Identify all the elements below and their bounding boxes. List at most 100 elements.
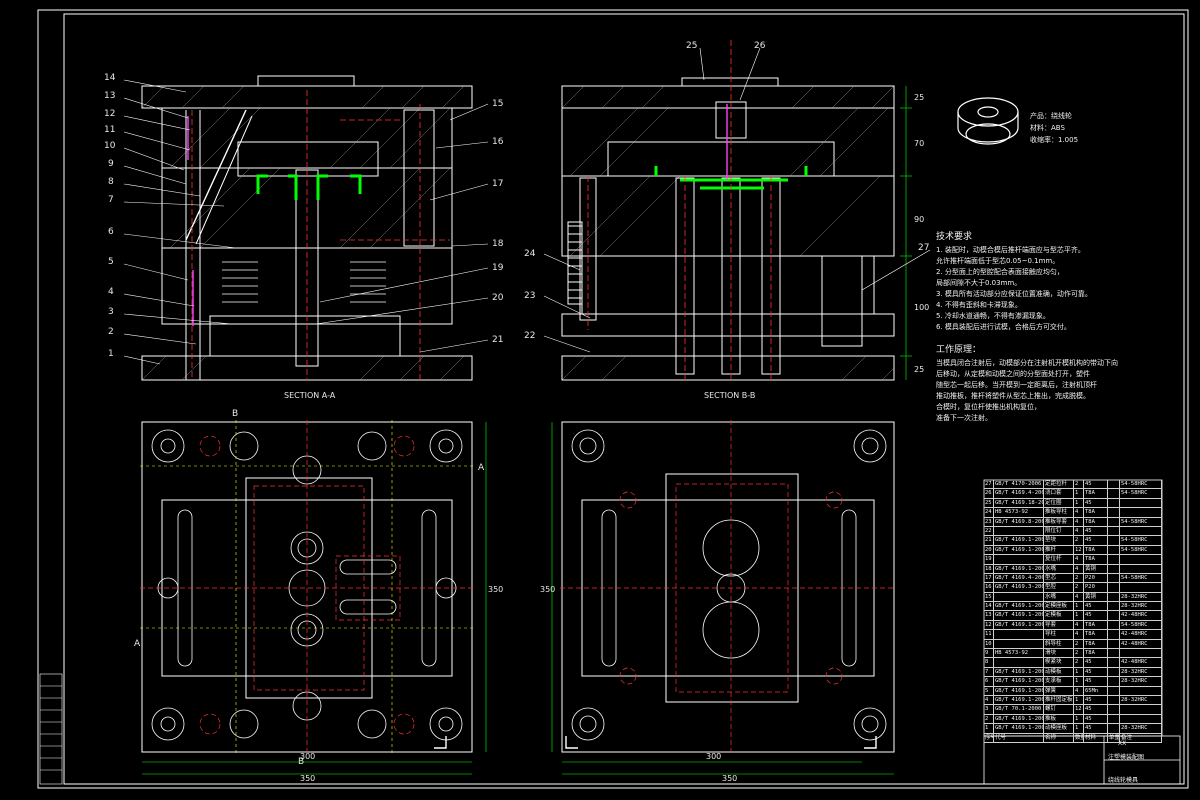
bom-cell: T8A bbox=[1084, 639, 1108, 649]
bom-cell: 54-58HRC bbox=[1120, 480, 1162, 489]
bom-cell: 名称 bbox=[1044, 733, 1074, 742]
bom-cell bbox=[1108, 695, 1120, 705]
bom-cell bbox=[1120, 714, 1162, 724]
bom-cell: 4 bbox=[1074, 508, 1084, 517]
dim-b-4: 100 bbox=[914, 303, 929, 312]
bom-cell: 18 bbox=[984, 564, 994, 573]
bom-cell bbox=[1108, 639, 1120, 649]
bom-cell: GB/T 4169.1-2006 bbox=[995, 545, 1044, 555]
bom-cell: 45 bbox=[1084, 526, 1108, 536]
molded-part-a bbox=[256, 174, 362, 200]
bom-cell: GB/T 4169.1-2006 bbox=[995, 724, 1044, 733]
technical-notes: 技术要求 1. 装配时，动模合模后推杆端面应与型芯平齐。 允许推杆端面低于型芯0… bbox=[936, 232, 1166, 424]
tech-line: 5. 冷却水道通畅，不得有渗漏现象。 bbox=[936, 312, 1050, 320]
cut-marker-b-top: B bbox=[232, 409, 238, 419]
bom-cell: 推板导柱 bbox=[1044, 508, 1074, 517]
bom-cell: 28-32HRC bbox=[1120, 695, 1162, 705]
bom-cell: GB/T 4169.4-2006 bbox=[995, 489, 1044, 498]
bom-cell: 定位圈 bbox=[1044, 498, 1074, 508]
bom-cell: 42-48HRC bbox=[1120, 639, 1162, 649]
bom-cell: GB/T 4169.1-2006 bbox=[995, 714, 1044, 724]
bom-cell: 动模板 bbox=[1044, 667, 1074, 677]
bom-cell bbox=[1120, 686, 1162, 695]
bom-cell: 16 bbox=[984, 583, 994, 592]
bom-cell: HB 4573-92 bbox=[994, 508, 1044, 517]
bom-cell bbox=[1108, 667, 1120, 677]
bom-cell: P20 bbox=[1084, 583, 1108, 592]
callout-5: 5 bbox=[108, 257, 114, 267]
bom-cell: 型腔 bbox=[1044, 583, 1074, 592]
callout-18: 18 bbox=[492, 239, 504, 249]
section-b-b bbox=[561, 77, 895, 381]
bom-cell: 15 bbox=[984, 592, 994, 602]
bom-cell: 1 bbox=[1074, 677, 1084, 686]
bom-cell: 2 bbox=[1074, 583, 1084, 592]
bom-cell bbox=[1108, 620, 1120, 630]
tech-line: 局部间隙不大于0.03mm。 bbox=[936, 279, 1022, 287]
bom-cell: 45 bbox=[1084, 667, 1108, 677]
bom-cell: 3 bbox=[984, 705, 994, 714]
bom-cell: 推板 bbox=[1044, 714, 1074, 724]
work-line: 合模时，复位杆使推出机构复位， bbox=[936, 403, 1041, 411]
bom-cell bbox=[1120, 583, 1162, 592]
bom-cell: GB/T 4169.8-2006 bbox=[995, 517, 1044, 526]
bom-cell bbox=[994, 592, 1044, 602]
callout-15: 15 bbox=[492, 99, 503, 109]
bom-cell: GB/T 4169.1-2006 bbox=[995, 564, 1044, 573]
sheet-border bbox=[37, 9, 1189, 789]
bom-cell bbox=[994, 658, 1044, 667]
bom-cell: 54-58HRC bbox=[1120, 620, 1162, 630]
bom-cell: 2 bbox=[1074, 573, 1084, 583]
bom-cell: 导套 bbox=[1044, 620, 1074, 630]
bom-cell: 黄铜 bbox=[1084, 592, 1108, 602]
bom-cell bbox=[1108, 564, 1120, 573]
bom-cell: 限位钉 bbox=[1044, 526, 1074, 536]
bom-cell bbox=[1108, 658, 1120, 667]
callout-10: 10 bbox=[104, 141, 116, 151]
bom-cell: 4 bbox=[1074, 526, 1084, 536]
bom-cell bbox=[1108, 555, 1120, 564]
bom-cell bbox=[1108, 602, 1120, 611]
bom-cell: 54-58HRC bbox=[1120, 573, 1162, 583]
bom-cell bbox=[1108, 536, 1120, 545]
bom-cell bbox=[1120, 564, 1162, 573]
bom-cell: 28-32HRC bbox=[1120, 602, 1162, 611]
bom-cell: 1 bbox=[1074, 714, 1084, 724]
bom-cell bbox=[1108, 649, 1120, 658]
bom-cell: 28-32HRC bbox=[1120, 724, 1162, 733]
plan-view-fixed bbox=[561, 421, 895, 753]
bom-cell: 6 bbox=[984, 677, 994, 686]
callout-1: 1 bbox=[108, 349, 114, 359]
bom-cell: 备注 bbox=[1120, 733, 1162, 742]
title-block: 注塑模装配图 绕线轮模具 bbox=[1108, 752, 1144, 784]
bom-cell: 1 bbox=[1074, 695, 1084, 705]
bom-cell: 1 bbox=[1074, 667, 1084, 677]
section-a-a bbox=[141, 75, 473, 381]
dim-b-1: 25 bbox=[914, 93, 924, 102]
bom-cell: 10 bbox=[984, 639, 994, 649]
bom-cell: 支承板 bbox=[1044, 677, 1074, 686]
callout-13: 13 bbox=[104, 91, 115, 101]
bom-cell: 42-48HRC bbox=[1120, 658, 1162, 667]
bom-cell bbox=[1108, 714, 1120, 724]
bom-cell: GB/T 4169.1-2006 bbox=[995, 695, 1044, 705]
dim-b-5: 25 bbox=[914, 365, 924, 374]
bom-cell: 单重 bbox=[1109, 733, 1120, 742]
bom-cell bbox=[1108, 489, 1120, 498]
bom-cell: 45 bbox=[1084, 705, 1108, 714]
bom-cell bbox=[1108, 611, 1120, 620]
bom-cell: 45 bbox=[1084, 724, 1108, 733]
bom-cell bbox=[1120, 649, 1162, 658]
